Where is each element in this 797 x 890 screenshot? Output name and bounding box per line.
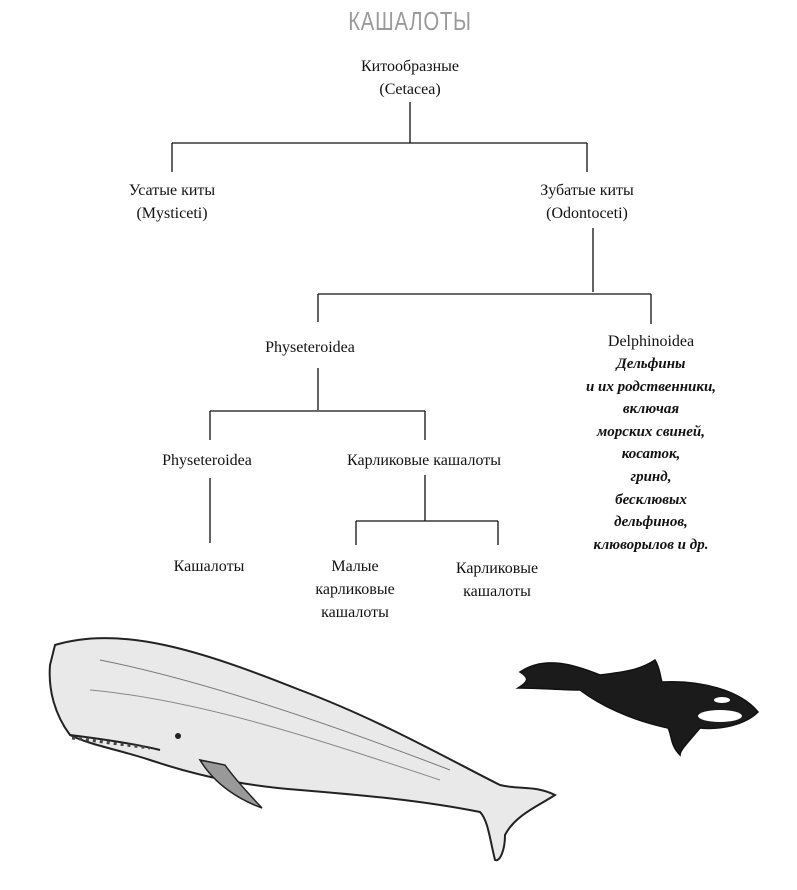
connector-kogiidae — [355, 475, 499, 545]
node-line: Малые — [331, 558, 379, 575]
description-line: морских свиней, — [597, 423, 705, 440]
description-line: клюворылов и др. — [593, 536, 709, 553]
node-dwarf-sperm-whales: Малые карликовые кашалоты — [315, 555, 394, 624]
description-line: гринд, — [630, 468, 672, 485]
node-latin: (Mysticeti) — [136, 205, 208, 222]
node-line: кашалоты — [463, 583, 531, 600]
connector-physeteroidea — [209, 368, 426, 440]
node-kogiidae: Карликовые кашалоты — [347, 452, 501, 469]
description-line: косаток, — [621, 446, 681, 463]
node-mysticeti: Усатые киты (Mysticeti) — [129, 179, 215, 225]
node-description: Дельфины и их родственники, включая морс… — [586, 353, 716, 556]
description-line: включая — [622, 401, 680, 418]
connector-root — [171, 102, 588, 172]
node-line: кашалоты — [321, 604, 389, 621]
node-physeteroidea: Physeteroidea — [265, 339, 355, 356]
description-line: бесклювых — [615, 491, 687, 508]
node-line: Карликовые — [455, 560, 539, 577]
node-name: Усатые киты — [128, 182, 216, 199]
node-line: карликовые — [315, 581, 395, 598]
node-latin: (Odontoceti) — [546, 205, 628, 222]
node-pygmy-sperm-whales: Карликовые кашалоты — [456, 557, 538, 603]
description-line: Дельфины — [616, 356, 686, 372]
node-name: Delphinoidea — [607, 333, 695, 350]
connector-toothed — [317, 228, 652, 324]
description-line: и их родственники, — [585, 378, 717, 395]
node-latin: (Cetacea) — [379, 81, 441, 98]
node-physeteridae: Physeteroidea — [162, 452, 252, 469]
node-name: Китообразные — [361, 58, 459, 75]
node-cetacea: Китообразные (Cetacea) — [361, 55, 459, 101]
node-odontoceti: Зубатые киты (Odontoceti) — [540, 179, 634, 225]
node-sperm-whales: Кашалоты — [173, 558, 245, 575]
page-title: КАШАЛОТЫ — [348, 6, 472, 36]
description-line: дельфинов, — [614, 514, 688, 531]
node-name: Зубатые киты — [540, 182, 634, 199]
node-delphinoidea: Delphinoidea Дельфины и их родственники,… — [586, 330, 716, 556]
